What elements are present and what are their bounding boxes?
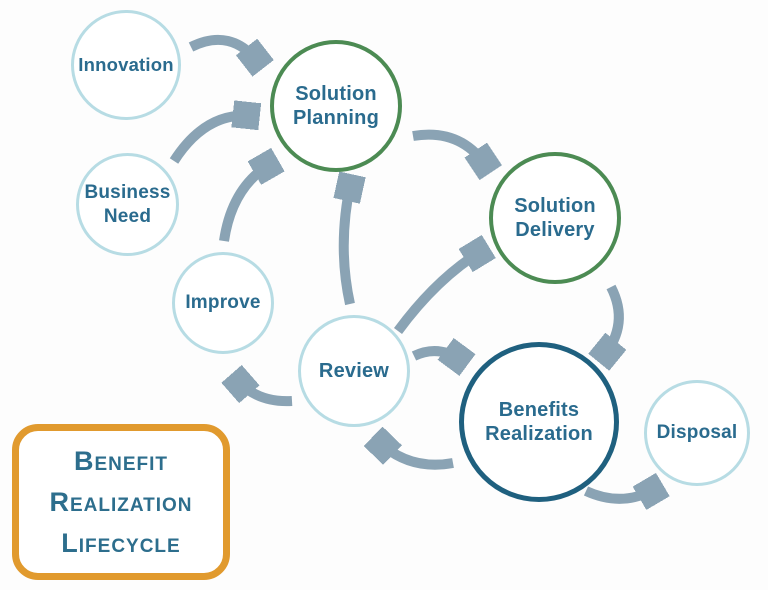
node-disposal: Disposal <box>644 380 750 486</box>
arrow-solution-planning-to-solution-delivery <box>412 129 487 167</box>
arrow-review-to-improve <box>236 379 293 407</box>
node-innovation-label: Innovation <box>78 53 174 75</box>
node-business-need: Business Need <box>76 153 179 256</box>
arrow-improve-to-solution-planning <box>219 163 272 242</box>
arrow-solution-delivery-to-benefits-realization <box>603 284 619 357</box>
node-solution-planning: Solution Planning <box>270 40 402 172</box>
node-business-need-label: Business Need <box>84 182 171 227</box>
legend-line-lifecycle: Lifecycle <box>61 527 181 558</box>
legend-line-realization: Realization <box>49 486 193 517</box>
arrow-business-need-to-solution-planning <box>169 116 253 164</box>
node-benefits-realization-label: Benefits Realization <box>485 398 593 445</box>
arrow-review-to-benefits-realization <box>411 351 462 361</box>
node-benefits-realization: Benefits Realization <box>459 342 619 502</box>
node-improve: Improve <box>172 252 274 354</box>
node-solution-delivery-label: Solution Delivery <box>514 194 596 241</box>
arrow-benefits-realization-to-review <box>378 441 454 470</box>
node-solution-delivery: Solution Delivery <box>489 152 621 284</box>
node-improve-label: Improve <box>185 292 261 314</box>
arrow-innovation-to-solution-planning <box>188 34 259 63</box>
node-review: Review <box>298 315 410 427</box>
node-disposal-label: Disposal <box>656 422 738 444</box>
legend-box: Benefit Realization Lifecycle <box>12 424 230 580</box>
arrow-review-to-solution-delivery <box>393 250 483 334</box>
arrow-review-to-solution-planning <box>344 181 351 306</box>
node-solution-planning-label: Solution Planning <box>292 82 380 129</box>
legend-line-benefit: Benefit <box>73 445 169 476</box>
node-innovation: Innovation <box>71 10 181 120</box>
node-review-label: Review <box>318 359 390 382</box>
arrow-benefits-realization-to-disposal <box>583 488 657 499</box>
